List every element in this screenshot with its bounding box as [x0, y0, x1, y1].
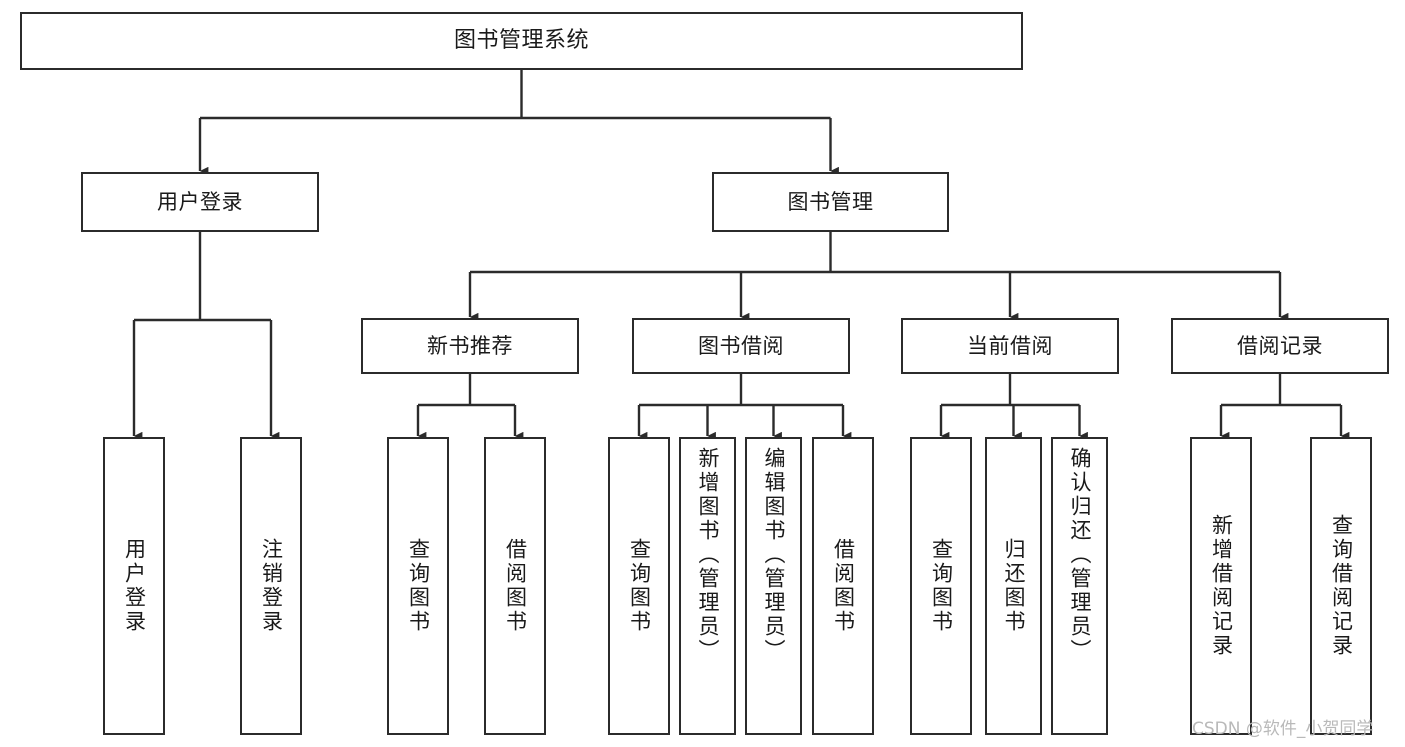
node-label-borrow-record: 借阅记录 — [1237, 333, 1323, 358]
node-label-leaf-edit-book: 编辑图书（管理员） — [762, 447, 786, 663]
node-leaf-query-book-2[interactable]: 查询图书 — [608, 437, 670, 735]
node-label-root: 图书管理系统 — [453, 28, 589, 54]
node-leaf-borrow-book-2[interactable]: 借阅图书 — [812, 437, 874, 735]
node-borrow-record[interactable]: 借阅记录 — [1171, 318, 1389, 374]
node-leaf-confirm-return[interactable]: 确认归还（管理员） — [1051, 437, 1108, 735]
node-leaf-borrow-book-1[interactable]: 借阅图书 — [484, 437, 546, 735]
node-current-borrow[interactable]: 当前借阅 — [901, 318, 1119, 374]
node-leaf-query-book-3[interactable]: 查询图书 — [910, 437, 972, 735]
node-leaf-query-record[interactable]: 查询借阅记录 — [1310, 437, 1372, 735]
node-label-leaf-add-record: 新增借阅记录 — [1209, 514, 1234, 658]
node-label-leaf-borrow-book-2: 借阅图书 — [831, 538, 856, 634]
node-label-book-mgmt: 图书管理 — [787, 189, 874, 214]
node-leaf-return-book[interactable]: 归还图书 — [985, 437, 1042, 735]
node-leaf-user-login[interactable]: 用户登录 — [103, 437, 165, 735]
edge-group — [132, 70, 1350, 441]
csdn-watermark: CSDN @软件_小贺同学 — [1192, 719, 1374, 739]
node-label-leaf-query-book-3: 查询图书 — [929, 538, 954, 634]
node-leaf-logout[interactable]: 注销登录 — [240, 437, 302, 735]
node-label-leaf-add-book: 新增图书（管理员） — [696, 447, 720, 663]
node-user-login[interactable]: 用户登录 — [81, 172, 319, 232]
node-label-leaf-query-book-1: 查询图书 — [406, 538, 431, 634]
node-label-leaf-query-book-2: 查询图书 — [627, 538, 652, 634]
node-leaf-query-book-1[interactable]: 查询图书 — [387, 437, 449, 735]
node-label-user-login: 用户登录 — [157, 189, 243, 214]
node-root[interactable]: 图书管理系统 — [20, 12, 1023, 70]
node-label-leaf-confirm-return: 确认归还（管理员） — [1068, 447, 1092, 663]
node-label-leaf-user-login: 用户登录 — [122, 538, 147, 634]
node-label-current-borrow: 当前借阅 — [967, 333, 1053, 358]
node-label-leaf-logout: 注销登录 — [259, 538, 284, 634]
node-leaf-add-book[interactable]: 新增图书（管理员） — [679, 437, 736, 735]
node-leaf-add-record[interactable]: 新增借阅记录 — [1190, 437, 1252, 735]
node-label-book-borrow: 图书借阅 — [698, 333, 784, 358]
node-book-mgmt[interactable]: 图书管理 — [712, 172, 949, 232]
node-new-book-rec[interactable]: 新书推荐 — [361, 318, 579, 374]
node-label-leaf-query-record: 查询借阅记录 — [1329, 514, 1354, 658]
node-label-new-book-rec: 新书推荐 — [427, 333, 513, 358]
node-leaf-edit-book[interactable]: 编辑图书（管理员） — [745, 437, 802, 735]
node-label-leaf-return-book: 归还图书 — [1002, 538, 1026, 634]
node-book-borrow[interactable]: 图书借阅 — [632, 318, 850, 374]
node-label-leaf-borrow-book-1: 借阅图书 — [503, 538, 528, 634]
